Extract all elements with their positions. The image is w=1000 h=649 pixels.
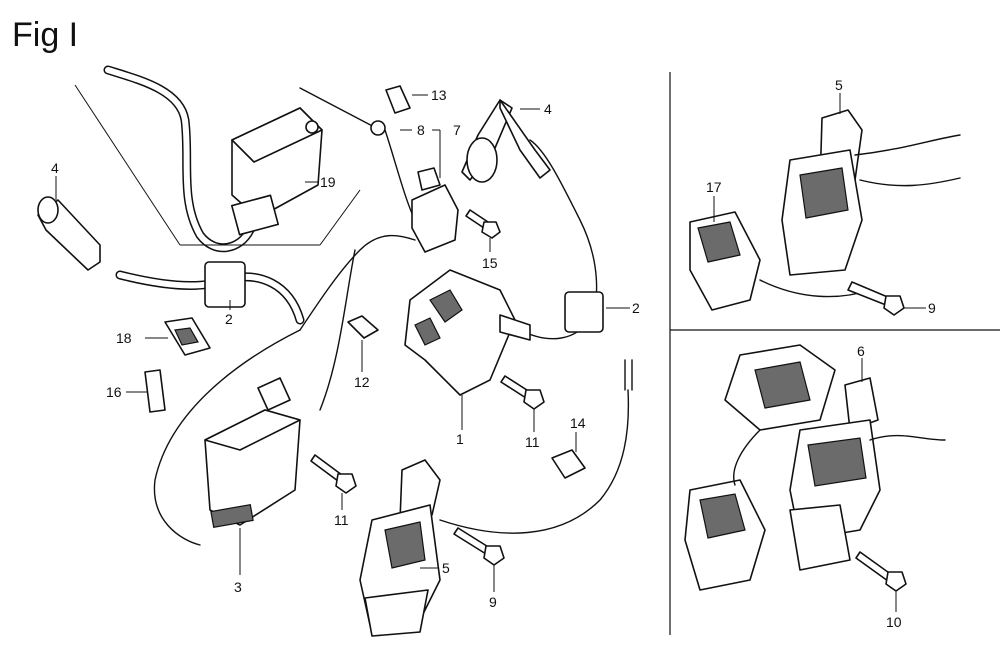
- bolt-part-15: [465, 209, 501, 239]
- callout-3: 3: [234, 579, 242, 595]
- callout-2-left: 2: [225, 311, 233, 327]
- callout-8: 8: [417, 122, 425, 138]
- callout-10: 10: [886, 614, 902, 630]
- leader-lines: [55, 84, 926, 612]
- callout-4-right: 4: [544, 101, 552, 117]
- callout-9-lower: 9: [489, 594, 497, 610]
- callout-11-lower: 11: [334, 512, 349, 528]
- callout-12: 12: [354, 374, 370, 390]
- bolt-part-11-lower: [310, 454, 357, 494]
- callout-13: 13: [431, 87, 447, 103]
- callout-17: 17: [706, 179, 722, 195]
- figure-title: Fig I: [12, 16, 78, 54]
- clip-part-13: [385, 85, 411, 114]
- grommet-part-2-left: [204, 261, 246, 308]
- callout-6: 6: [857, 343, 865, 359]
- clip-part-16: [144, 369, 166, 413]
- grommet-part-2-right: [564, 291, 604, 333]
- callout-14: 14: [570, 415, 586, 431]
- ignition-coil-part-3: [204, 377, 301, 529]
- plug-cap-part-4-left: [37, 196, 101, 271]
- callout-2-right: 2: [632, 300, 640, 316]
- callout-18: 18: [116, 330, 132, 346]
- connector-part-18: [164, 317, 211, 356]
- callout-labels: 1 2 2 3 4 4 5 5 6 7 8 9 9 10 11 11 12 13…: [51, 77, 936, 630]
- wiring: [153, 129, 633, 546]
- callout-5-top: 5: [835, 77, 843, 93]
- callout-1: 1: [456, 431, 464, 447]
- bolt-part-11-upper: [500, 375, 545, 410]
- inset-top: [689, 109, 961, 316]
- plug-lead-part-8: [299, 87, 386, 136]
- callout-5-lower: 5: [442, 560, 450, 576]
- bolt-part-9-inset: [847, 281, 905, 316]
- callout-16: 16: [106, 384, 122, 400]
- module-part-7: [411, 167, 459, 253]
- callout-19: 19: [320, 174, 336, 190]
- ignition-coil-part-19: [230, 107, 323, 236]
- inset-bottom: [684, 344, 946, 592]
- callout-7: 7: [453, 122, 461, 138]
- callout-9-inset: 9: [928, 300, 936, 316]
- charge-coil-part-5-lower: [359, 459, 441, 637]
- callout-15: 15: [482, 255, 498, 271]
- inset-frames: [669, 72, 1000, 635]
- plug-cap-part-4-right: [461, 99, 551, 183]
- bolt-part-9-lower: [453, 527, 505, 566]
- callout-4-left: 4: [51, 160, 59, 176]
- clip-part-12: [347, 315, 379, 339]
- clip-part-14: [551, 449, 586, 479]
- callout-11-upper: 11: [525, 434, 540, 450]
- stator-part-1: [404, 269, 531, 396]
- bolt-part-10: [855, 551, 907, 592]
